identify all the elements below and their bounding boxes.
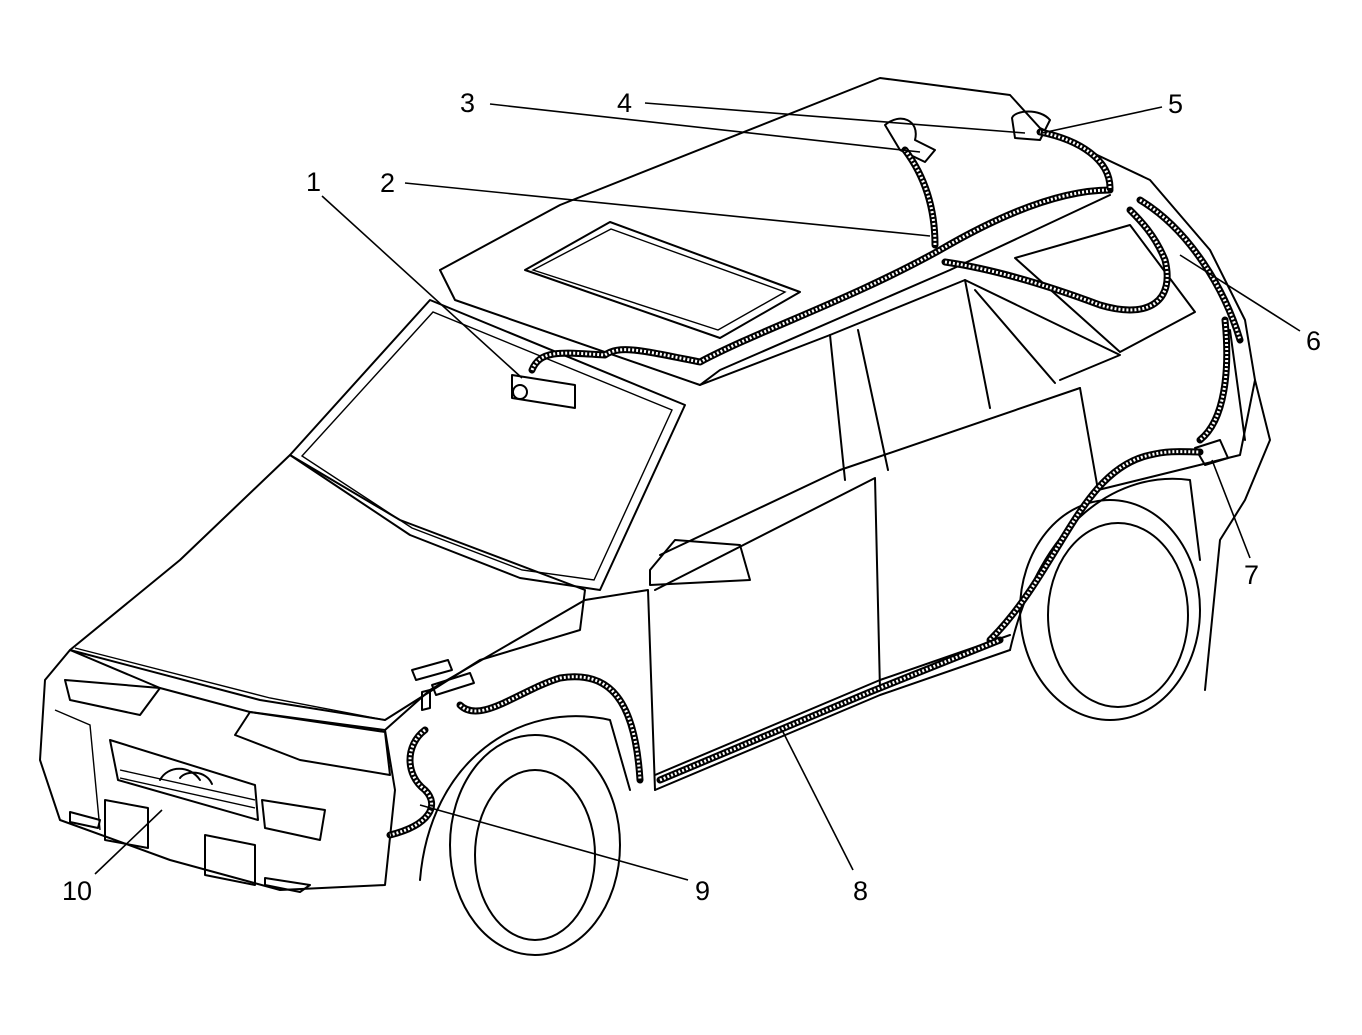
leader-7: [1211, 459, 1251, 559]
callout-7: 7: [1244, 560, 1259, 590]
rear-antenna-module: [1011, 110, 1051, 141]
leader-6: [1179, 254, 1301, 332]
callout-4: 4: [617, 88, 632, 118]
callout-8: 8: [853, 876, 868, 906]
leader-lines: [94, 102, 1301, 881]
callout-5: 5: [1168, 89, 1183, 119]
leader-4: [644, 102, 1026, 134]
vehicle-body: [39, 77, 1271, 893]
overhead-module: [884, 117, 936, 163]
leader-3: [489, 103, 921, 153]
leader-9: [419, 804, 689, 881]
front-wheel: [419, 715, 631, 956]
leader-10: [94, 809, 163, 875]
wire-harnesses: [386, 128, 1244, 839]
callout-6: 6: [1306, 326, 1321, 356]
callout-10: 10: [62, 876, 92, 906]
leader-1: [321, 195, 523, 379]
leader-2: [404, 182, 931, 237]
leader-8: [781, 729, 854, 871]
callout-2: 2: [380, 168, 395, 198]
rearview-mirror: [511, 374, 576, 409]
fuse-block-connectors: [411, 659, 475, 711]
callout-3: 3: [460, 88, 475, 118]
rear-wheel: [1009, 477, 1201, 721]
leader-5: [1041, 106, 1163, 134]
callout-numbers: 1 2 3 4 5 6 7 8 9 10: [62, 88, 1321, 906]
callout-9: 9: [695, 876, 710, 906]
rear-connector: [1194, 439, 1229, 466]
callout-1: 1: [306, 167, 321, 197]
